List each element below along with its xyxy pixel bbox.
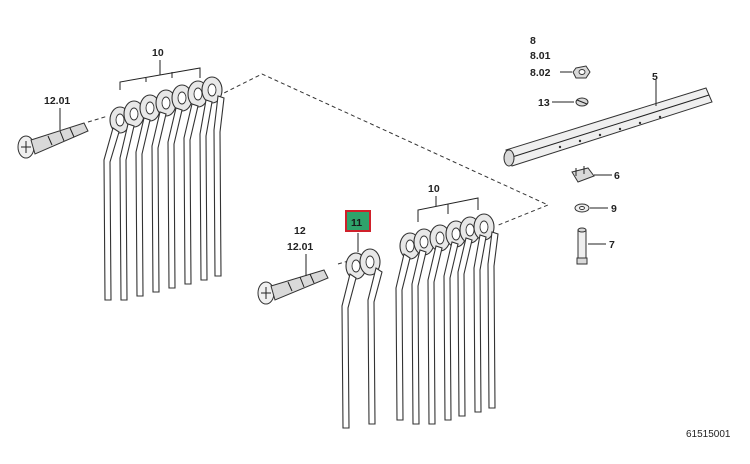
- label-tines-bottom: 10: [428, 183, 440, 195]
- tine-group-top: [103, 76, 225, 301]
- clamp-part-6: [571, 166, 595, 183]
- label-bolt-bottom-a: 12: [294, 225, 306, 237]
- pin-part-7: [576, 227, 588, 265]
- highlight-box: [345, 210, 371, 232]
- reference-number: 61515001: [686, 429, 731, 440]
- washer-part-13: [575, 97, 589, 107]
- label-bolt-bottom-b: 12.01: [287, 241, 313, 253]
- label-nut-b: 8.01: [530, 50, 551, 62]
- bolt-top: [17, 122, 89, 159]
- part-labels: 10 12.01 10 12 12.01 11 8 8.01 8.02 5 13…: [44, 35, 731, 440]
- bolt-bottom: [257, 269, 329, 305]
- label-washer: 13: [538, 97, 550, 109]
- label-highlighted-part: 11: [351, 217, 362, 229]
- label-nut-a: 8: [530, 35, 536, 47]
- leader-lines: [59, 60, 657, 276]
- shaft-part-5: [503, 87, 713, 167]
- dashed-guide-lines: [87, 73, 550, 265]
- label-nut-c: 8.02: [530, 67, 551, 79]
- single-tine-part-11: [341, 248, 383, 429]
- nut-part-8: [572, 65, 591, 79]
- label-clamp: 6: [614, 170, 620, 182]
- tine-group-bottom: [395, 213, 499, 425]
- label-tines-top: 10: [152, 47, 164, 59]
- ring-part-9: [574, 203, 590, 213]
- label-bolt-top: 12.01: [44, 95, 70, 107]
- label-ring: 9: [611, 203, 617, 215]
- label-shaft: 5: [652, 71, 658, 83]
- label-pin: 7: [609, 239, 615, 251]
